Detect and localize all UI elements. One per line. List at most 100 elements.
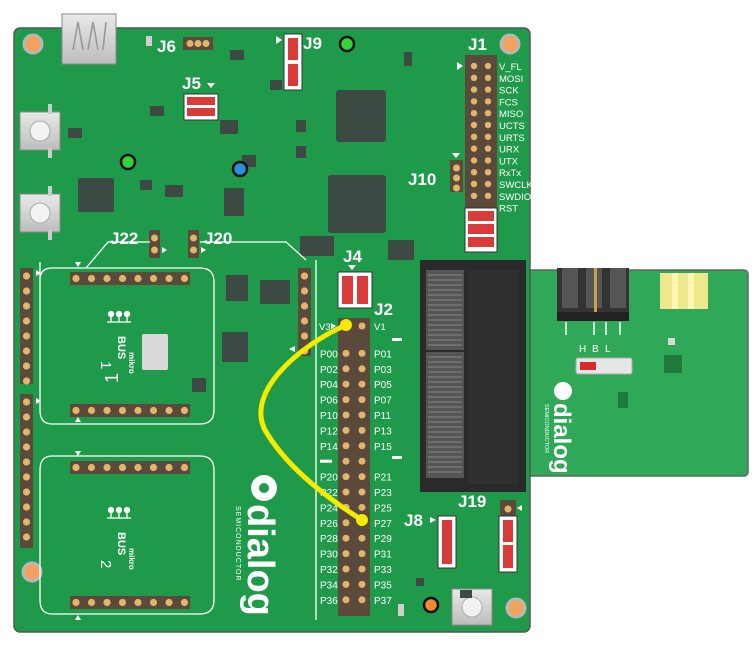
j2-pin-label-left: P36 (320, 596, 338, 607)
j2-pin-label-right: P35 (374, 580, 392, 591)
wire-end-v3 (340, 319, 352, 331)
wire-end-p27 (356, 514, 368, 526)
mikrobus-1-number: 1 (97, 361, 114, 369)
j2-pin-label-right: P05 (374, 380, 392, 391)
j1-header: J1 V_FLMOSISCKFCSMISOUCTSURTSURXUTXRxTxS… (457, 35, 533, 253)
mikrobus-1-logo: 1 1 BUS mikro (97, 310, 168, 383)
mikrobus-1-mikro: mikro (127, 352, 136, 374)
j2-pin-label-v3: V3 (319, 322, 331, 333)
mikrobus-1-chip (142, 334, 168, 370)
j1-pin-label: URX (499, 145, 520, 156)
main-pcb (13, 27, 531, 633)
j2-pin-label-right: P07 (374, 396, 392, 407)
j1-pin-label: RST (499, 204, 518, 215)
j10-label: J10 (408, 170, 436, 189)
led-green-2 (338, 35, 356, 53)
antenna-pad (660, 273, 708, 309)
j1-pin-label: URTS (499, 133, 525, 144)
mikrobus-1-top-header (70, 262, 190, 285)
mikrobus-2-bottom-header (70, 596, 190, 620)
left-header-2 (20, 394, 41, 548)
switch-knob[interactable] (580, 362, 596, 370)
components (68, 36, 472, 616)
j2-pin-label-left: P32 (320, 565, 338, 576)
j1-pin-label: RxTx (499, 168, 521, 179)
led-green-1 (119, 153, 137, 171)
j2-pin-label-right: P21 (374, 473, 392, 484)
j22-header: J22 (110, 229, 167, 258)
module-socket (420, 260, 526, 492)
switch-label-h: H (579, 344, 586, 355)
jumper-wire[interactable] (258, 322, 365, 523)
reset-button-1[interactable] (19, 104, 61, 158)
j2-markers (392, 338, 402, 459)
switch-label-b: B (592, 344, 599, 355)
j2-pin-label-right: P15 (374, 442, 392, 453)
svg-text:1: 1 (102, 373, 122, 383)
dialog-wordmark: dialog (239, 504, 281, 616)
j6-label: J6 (157, 37, 176, 56)
j2-pin-label-left: P28 (320, 534, 338, 545)
j2-pin-label-right: P13 (374, 426, 392, 437)
j19-label: J19 (458, 492, 486, 511)
j2-pin-label-right: P29 (374, 534, 392, 545)
j8-label: J8 (404, 511, 423, 530)
j2-pin-label-v1: V1 (374, 322, 386, 333)
daughter-board: H B L dialog SEMICONDUCTOR (519, 268, 749, 477)
j1-pin-label: FCS (499, 97, 518, 108)
j1-pin-label: UTX (499, 156, 519, 167)
switch-label-l: L (605, 344, 611, 355)
led-orange (422, 596, 440, 614)
j2-pin-label-left: P14 (320, 442, 338, 453)
j1-label: J1 (468, 35, 487, 54)
usb-connector (61, 13, 117, 65)
j2-pin-label-left: P20 (320, 473, 338, 484)
j9-label: J9 (303, 34, 322, 53)
j2-pin-label-left: P00 (320, 349, 338, 360)
j2-pin-label-left: P34 (320, 580, 338, 591)
mounting-holes (21, 33, 527, 619)
j2-pin-label-left: P10 (320, 411, 338, 422)
j2-pin-label-left: P22 (320, 488, 338, 499)
j8-jumper[interactable]: J8 (404, 511, 457, 569)
mikrobus-1-bus: BUS (115, 336, 127, 359)
mikrobus-2-top-header (70, 451, 190, 474)
j9-jumper[interactable]: J9 (276, 33, 322, 91)
j2-pin-label-right: P11 (374, 411, 391, 422)
j10-header: J10 (408, 153, 463, 192)
j2-pin-label-right: P23 (374, 488, 392, 499)
j2-pin-label-left: P06 (320, 396, 338, 407)
mikrobus-2-bus: BUS (115, 532, 127, 555)
j2-pin-label-left: P02 (320, 365, 338, 376)
dialog-logo: dialog SEMICONDUCTOR (234, 475, 281, 616)
j2-pin-label-left: P30 (320, 550, 338, 561)
j1-pin-label: UCTS (499, 121, 525, 132)
j5-label: J5 (182, 74, 201, 93)
j4-jumper[interactable]: J4 (337, 247, 373, 309)
j1-pin-label: SWCLK (499, 180, 533, 191)
j2-pin-label-left: P24 (320, 503, 338, 514)
svg-text:dialog: dialog (548, 403, 575, 474)
j2-pin-label-right: P25 (374, 503, 392, 514)
j22-label: J22 (110, 229, 138, 248)
daughter-dialog-logo: dialog SEMICONDUCTOR (543, 382, 575, 474)
j2-pin-label-right: P03 (374, 365, 392, 376)
j5-jumper[interactable]: J5 (182, 74, 219, 121)
mikrobus-2-number: 2 (97, 560, 114, 568)
dialog-tagline: SEMICONDUCTOR (234, 506, 241, 581)
j2-pin-label-right: P01 (374, 349, 392, 360)
j20-header: J20 (188, 229, 232, 258)
j2-pin-label-right: P37 (374, 596, 392, 607)
reset-button-2[interactable] (19, 186, 61, 240)
j19-jumper[interactable]: J19 (458, 492, 522, 573)
led-blue (231, 160, 249, 178)
j2-pin-label-right: P33 (374, 565, 392, 576)
j2-pin-label-left: P04 (320, 380, 338, 391)
j1-pin-label: SWDIO (499, 192, 531, 203)
j2-label: J2 (374, 300, 393, 319)
j1-pin-label: SCK (499, 86, 519, 97)
j1-pin-label: V_FL (499, 62, 522, 73)
j4-label: J4 (343, 247, 362, 266)
